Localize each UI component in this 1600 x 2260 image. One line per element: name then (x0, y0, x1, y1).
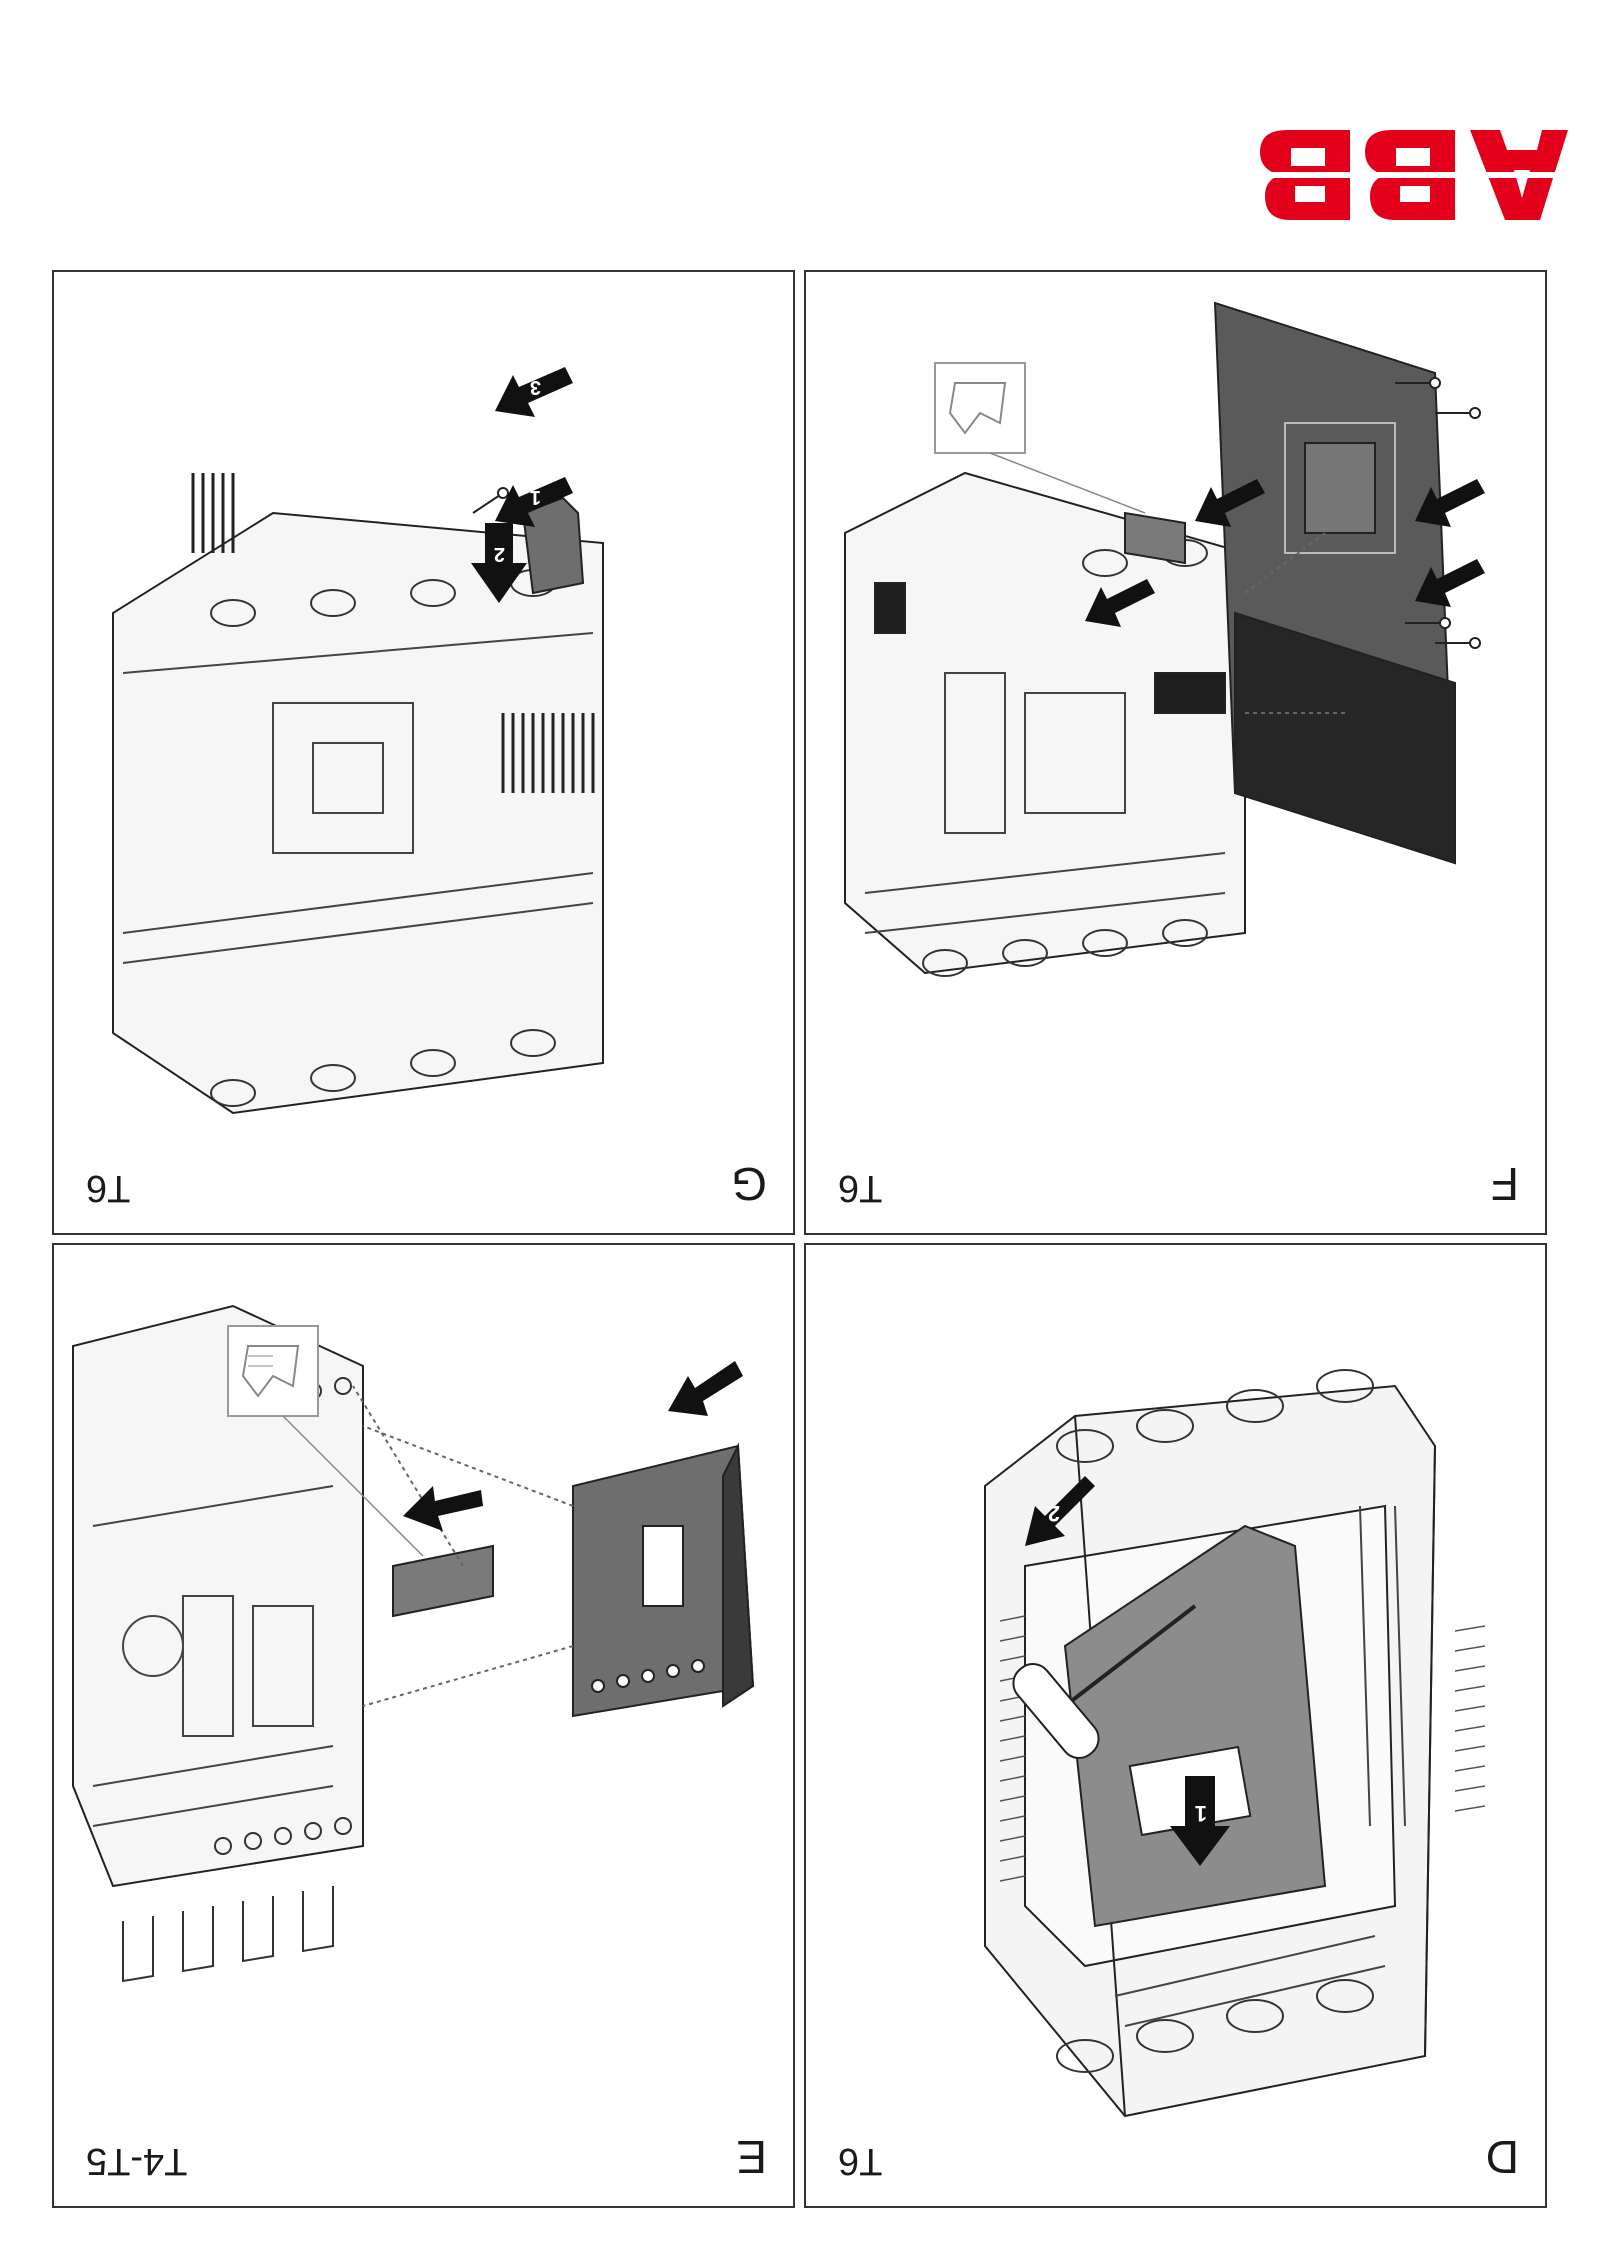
panel-e: E T4-T5 (52, 1243, 795, 2208)
step-arrow-icon (471, 367, 573, 603)
panel-d: D T6 (804, 1243, 1547, 2208)
step-arrow-icon (1025, 1476, 1230, 1866)
circuit-breaker-illustration: 1 2 3 (112, 367, 604, 1115)
step-arrow-icon (1085, 479, 1485, 627)
glove-hand-icon (934, 362, 1146, 514)
step-number: 3 (530, 376, 541, 398)
circuit-breaker-illustration (844, 301, 1485, 977)
step-number: 1 (1195, 1801, 1207, 1826)
screwdriver-icon (1012, 1604, 1197, 1759)
panel-f: F T6 (804, 270, 1547, 1235)
panel-g: G T6 (52, 270, 795, 1235)
step-number: 2 (494, 543, 505, 565)
glove-hand-icon (227, 1325, 424, 1557)
step-arrow-icon (403, 1361, 743, 1531)
circuit-breaker-illustration: 1 2 (984, 1369, 1486, 2118)
step-number: 1 (530, 486, 541, 508)
circuit-breaker-illustration (72, 1304, 755, 1983)
screw-icon (472, 487, 509, 514)
screw-icon (1395, 377, 1481, 649)
step-number: 2 (1048, 1501, 1060, 1526)
